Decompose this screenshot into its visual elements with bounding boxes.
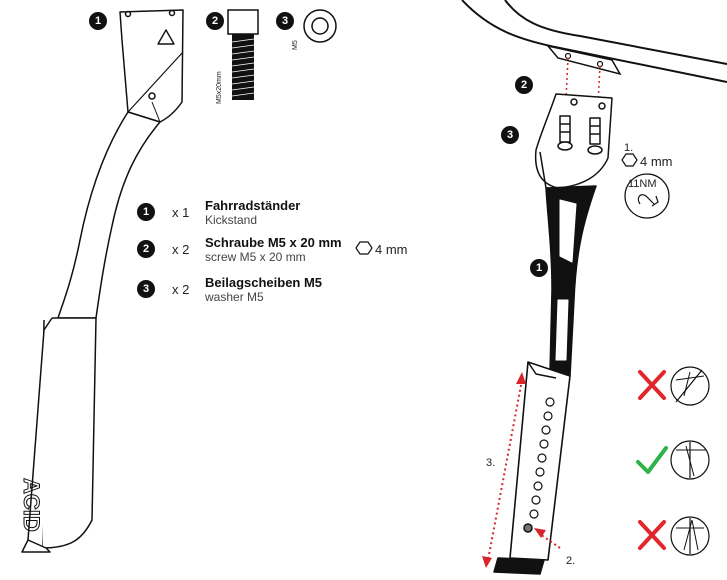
part-badge-1: 1 — [89, 12, 107, 30]
torque-wrench-icon — [624, 173, 670, 219]
assembly-callout-3: 3 — [501, 126, 519, 144]
wrong-orientation-2 — [638, 516, 710, 556]
kickstand-drawing — [21, 9, 184, 553]
extension-arrow — [487, 379, 523, 561]
list-item-badge: 3 — [137, 280, 155, 298]
list-item-badge: 1 — [137, 203, 155, 221]
list-item-badge: 2 — [137, 240, 155, 258]
assembly-callout-2: 2 — [515, 76, 533, 94]
part-badge-3: 3 — [276, 12, 294, 30]
list-item-quantity: x 2 — [172, 282, 190, 297]
step-1-number: 1. — [624, 142, 634, 154]
right-orientation — [636, 440, 710, 480]
bike-frame-drawing — [461, 0, 727, 83]
press-arrow — [539, 533, 561, 549]
list-item-quantity: x 2 — [172, 242, 190, 257]
mounted-kickstand-drawing — [493, 93, 613, 575]
washer-size-label: M5 — [292, 40, 299, 50]
step-2-number: 2. — [566, 555, 576, 567]
step-1-tool-size: 4 mm — [640, 154, 673, 169]
wrong-orientation-1 — [638, 366, 710, 406]
list-item-name-de: Beilagscheiben M5 — [205, 275, 323, 290]
screw-size-label: M5x20mm — [216, 71, 223, 104]
list-item-name-de: Fahrradständer — [205, 198, 301, 213]
step-3-number: 3. — [486, 457, 496, 469]
list-item-name-en: washer M5 — [205, 290, 264, 304]
list-item-name-en: Kickstand — [205, 213, 258, 227]
torque-value: 11NM — [628, 178, 657, 190]
screw-drawing — [227, 9, 259, 100]
tool-size-label: 4 mm — [375, 242, 408, 257]
assembly-callout-1: 1 — [530, 259, 548, 277]
list-item-name-de: Schraube M5 x 20 mm — [205, 235, 342, 250]
adjustment-holes — [529, 397, 555, 519]
washer-drawing — [303, 9, 337, 43]
part-badge-2: 2 — [206, 12, 224, 30]
list-item-name-en: screw M5 x 20 mm — [205, 250, 306, 264]
kickstand-brand-text: ACID — [19, 478, 44, 532]
hex-key-icon — [355, 153, 638, 255]
list-item-quantity: x 1 — [172, 205, 190, 220]
